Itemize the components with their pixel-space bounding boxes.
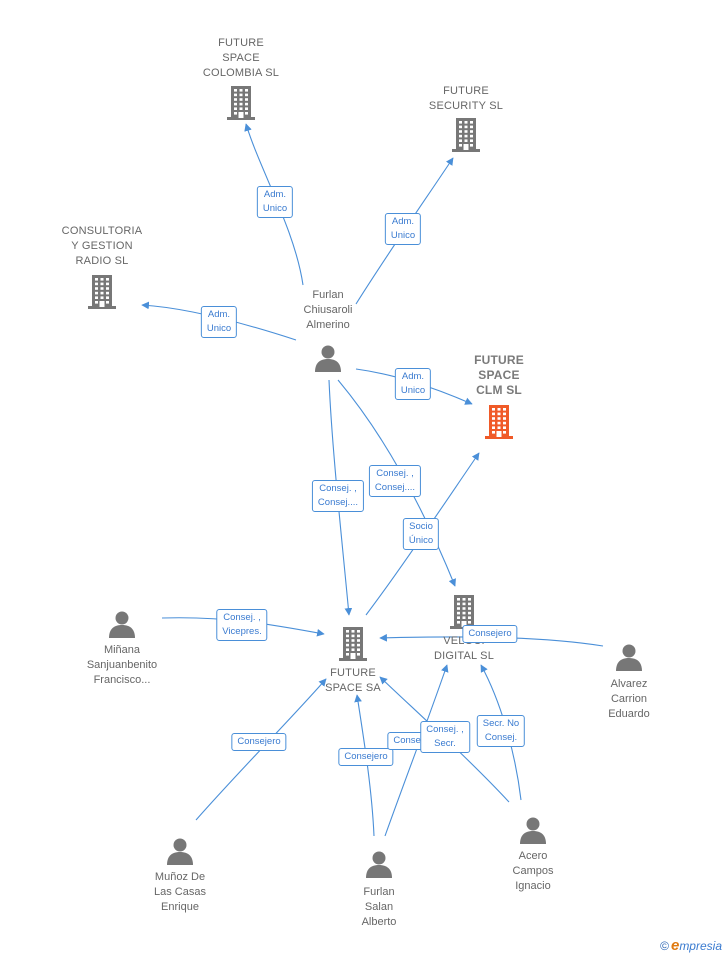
node-label-fsc[interactable]: FUTURE SPACE COLOMBIA SL xyxy=(202,37,280,79)
person-icon-aci[interactable] xyxy=(518,816,548,849)
node-label-ace[interactable]: Alvarez Carrion Eduardo xyxy=(608,678,650,720)
building-icon-fsc[interactable] xyxy=(225,84,257,125)
node-label-fca[interactable]: Furlan Chiusaroli Almerino xyxy=(303,289,353,331)
node-label-fsa[interactable]: FUTURE SPACE SA xyxy=(325,667,381,694)
node-label-msf[interactable]: Miñana Sanjuanbenito Francisco... xyxy=(86,644,158,686)
person-icon-fsal[interactable] xyxy=(364,850,394,883)
edge-label-fca-vel[interactable]: Consej. , Consej.... xyxy=(368,465,422,497)
node-label-fss[interactable]: FUTURE SECURITY SL xyxy=(428,85,504,112)
node-label-aci[interactable]: Acero Campos Ignacio xyxy=(512,850,554,892)
edge-fsal-vel xyxy=(384,664,449,837)
edge-label-aci-vel[interactable]: Secr. No Consej. xyxy=(476,715,526,747)
edge-label-ace-fsa[interactable]: Consejero xyxy=(462,625,518,643)
edge-label-fca-fss[interactable]: Adm. Unico xyxy=(384,213,422,245)
edge-label-fca-cgr[interactable]: Adm. Unico xyxy=(200,306,238,338)
empresia-logo[interactable]: ©empresia xyxy=(660,937,722,954)
edge-label-aci-fsa[interactable]: Consej. , Secr. xyxy=(420,721,470,753)
node-label-cgr[interactable]: CONSULTORIA Y GESTION RADIO SL xyxy=(61,225,143,267)
node-label-fsal[interactable]: Furlan Salan Alberto xyxy=(361,886,397,928)
edge-label-fca-fsa[interactable]: Consej. , Consej.... xyxy=(311,480,365,512)
node-label-mdl[interactable]: Muñoz De Las Casas Enrique xyxy=(154,871,206,913)
edge-label-fca-fclm[interactable]: Adm. Unico xyxy=(394,368,432,400)
edge-label-fsa-fclm[interactable]: Socio Único xyxy=(402,518,440,550)
edge-label-fca-fsc[interactable]: Adm. Unico xyxy=(256,186,294,218)
brand-initial: e xyxy=(670,937,680,954)
building-icon-fsa[interactable] xyxy=(337,625,369,666)
building-icon-cgr[interactable] xyxy=(86,273,118,314)
edge-label-msf-fsa[interactable]: Consej. , Vicepres. xyxy=(216,609,268,641)
person-icon-ace[interactable] xyxy=(614,643,644,676)
person-icon-mdl[interactable] xyxy=(165,837,195,870)
edge-label-mdl-fsa[interactable]: Consejero xyxy=(231,733,287,751)
building-icon-fss[interactable] xyxy=(450,116,482,157)
person-icon-msf[interactable] xyxy=(107,610,137,643)
building-icon-fclm[interactable] xyxy=(483,403,515,444)
person-icon-fca[interactable] xyxy=(313,344,343,377)
copyright-symbol: © xyxy=(660,939,669,953)
node-label-fclm[interactable]: FUTURE SPACE CLM SL xyxy=(474,353,524,397)
edge-label-fsal-fsa[interactable]: Consejero xyxy=(338,748,394,766)
brand-name: mpresia xyxy=(679,939,722,953)
